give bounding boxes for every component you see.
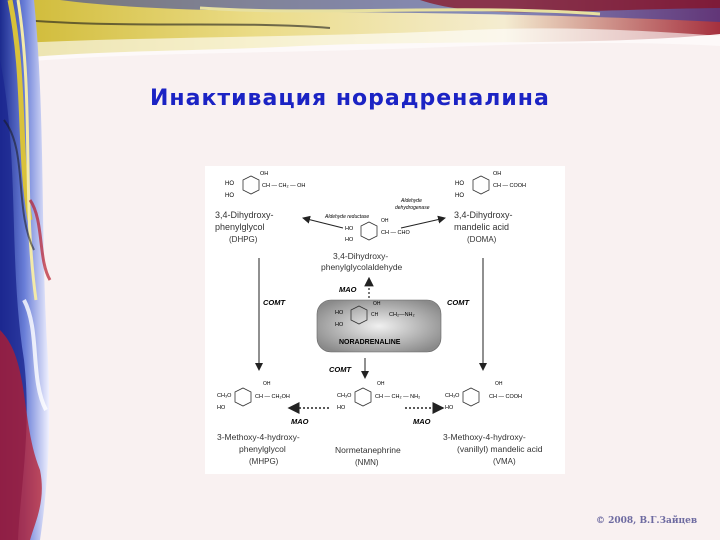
compound-name-line1: 3,4-Dihydroxy- — [454, 210, 513, 220]
compound-abbr: (DOMA) — [467, 235, 497, 244]
noradrenaline-highlight — [316, 299, 442, 353]
sidechain: CH — CH₂OH — [255, 394, 290, 400]
benzene-ring — [472, 175, 490, 195]
compound-doma: HO HO OH CH — COOH 3,4-Dihydroxy- mandel… — [454, 171, 526, 244]
ch3o-group: CH₃O — [337, 393, 352, 399]
sidechain: CH — CHO — [381, 230, 410, 236]
compound-abbr: (VMA) — [493, 457, 516, 466]
enzyme-aldehyde-reductase: Aldehyde reductase — [324, 214, 369, 220]
compound-name-line1: Normetanephrine — [335, 445, 401, 455]
compound-name-line2: mandelic acid — [454, 222, 509, 232]
copyright-text: © 2008, В.Г.Зайцев — [596, 516, 698, 526]
ch-group: CH — [371, 312, 379, 318]
benzene-ring — [360, 221, 378, 241]
ho-group: HO — [217, 405, 226, 411]
ho-group-2: HO — [335, 322, 344, 328]
sidechain: CH — COOH — [493, 183, 526, 189]
enzyme-comt-center: COMT — [329, 365, 352, 374]
ch3o-group: CH₃O — [217, 393, 232, 399]
benzene-ring — [350, 305, 368, 325]
compound-name-line1: 3,4-Dihydroxy- — [215, 210, 274, 220]
arrow-to-dhpg — [302, 215, 344, 229]
ch3o-group: CH₃O — [445, 393, 460, 399]
compound-abbr: (MHPG) — [249, 457, 279, 466]
benzene-ring — [462, 387, 480, 407]
compound-vma: CH₃O HO OH CH — COOH 3-Methoxy-4-hydroxy… — [443, 381, 543, 466]
compound-name-line1: 3-Methoxy-4-hydroxy- — [443, 432, 526, 442]
oh-group: OH — [493, 171, 501, 177]
compound-dhpg: HO HO OH CH — CH₂ — OH 3,4-Dihydroxy- ph… — [215, 171, 305, 244]
enzyme-mao-right: MAO — [413, 417, 431, 426]
noradrenaline-label: NORADRENALINE — [339, 339, 401, 346]
compound-name-line1: 3-Methoxy-4-hydroxy- — [217, 432, 300, 442]
enzyme-comt-right: COMT — [447, 298, 470, 307]
top-decoration — [0, 0, 720, 64]
ho-group-1: HO — [335, 310, 344, 316]
compound-dhpgal: HO HO OH CH — CHO 3,4-Dihydroxy- phenylg… — [321, 218, 410, 272]
slide-title: Инактивация норадреналина — [150, 86, 550, 111]
ho-group: HO — [445, 405, 454, 411]
compound-mhpg: CH₃O HO OH CH — CH₂OH 3-Methoxy-4-hydrox… — [217, 381, 300, 466]
sidechain: CH — CH₂ — NH₂ — [375, 394, 420, 400]
noradrenaline-metabolism-diagram: HO HO OH CH — CH₂ — OH 3,4-Dihydroxy- ph… — [205, 166, 565, 474]
ho-group-1: HO — [455, 181, 464, 187]
sidechain: CH — CH₂ — OH — [262, 183, 305, 189]
oh-group: OH — [260, 171, 268, 177]
compound-name-line2: phenylglycolaldehyde — [321, 262, 403, 272]
oh-group: OH — [495, 381, 503, 387]
benzene-ring — [234, 387, 252, 407]
sidechain: CH — COOH — [489, 394, 522, 400]
sidechain: CH₂—NH₂ — [389, 312, 415, 318]
arrow-to-doma — [400, 215, 446, 229]
ho-group-2: HO — [345, 237, 354, 243]
ho-group-1: HO — [225, 181, 234, 187]
compound-name-line2: (vanillyl) mandelic acid — [457, 444, 543, 454]
enzyme-mao-left: MAO — [291, 417, 309, 426]
compound-abbr: (NMN) — [355, 458, 379, 467]
enzyme-aldehyde-dehydrogenase-line2: dehydrogenase — [395, 205, 430, 211]
compound-abbr: (DHPG) — [229, 235, 258, 244]
oh-group: OH — [373, 301, 381, 307]
compound-noradrenaline: HO HO OH CH CH₂—NH₂ NORADRENALINE — [316, 299, 442, 353]
oh-group: OH — [377, 381, 385, 387]
enzyme-mao-top: MAO — [339, 285, 357, 294]
ho-group-2: HO — [225, 193, 234, 199]
compound-nmn: CH₃O HO OH CH — CH₂ — NH₂ Normetanephrin… — [335, 381, 420, 467]
compound-name-line2: phenylglycol — [239, 444, 286, 454]
pathway-diagram-svg: HO HO OH CH — CH₂ — OH 3,4-Dihydroxy- ph… — [215, 171, 543, 467]
enzyme-comt-left: COMT — [263, 298, 286, 307]
ho-group-2: HO — [455, 193, 464, 199]
oh-group: OH — [263, 381, 271, 387]
compound-name-line1: 3,4-Dihydroxy- — [333, 251, 388, 261]
compound-name-line2: phenylglycol — [215, 222, 265, 232]
ho-group-1: HO — [345, 226, 354, 232]
benzene-ring — [242, 175, 260, 195]
ho-group: HO — [337, 405, 346, 411]
left-decoration — [0, 0, 52, 540]
benzene-ring — [354, 387, 372, 407]
oh-group: OH — [381, 218, 389, 224]
enzyme-aldehyde-dehydrogenase-line1: Aldehyde — [400, 198, 422, 204]
